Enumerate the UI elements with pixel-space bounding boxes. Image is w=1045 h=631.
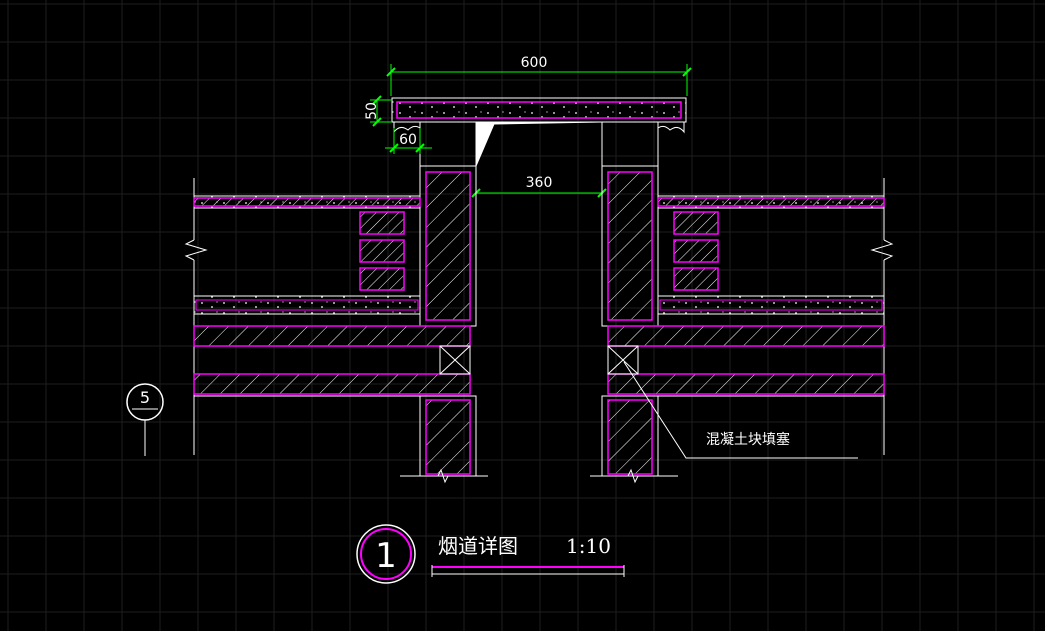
title-block (356, 524, 625, 584)
chimney-cap (391, 97, 687, 172)
title-number: 1 (375, 536, 397, 576)
dim-360-label: 360 (526, 175, 553, 191)
right-floor-assembly (602, 178, 894, 455)
section-marker-number: 5 (140, 388, 150, 407)
drawing-title: 烟道详图 (438, 534, 518, 558)
flue-walls (400, 165, 678, 484)
left-floor-assembly (184, 178, 476, 455)
filler-annotation: 混凝土块填塞 (706, 431, 790, 448)
section-marker (126, 383, 164, 456)
dim-60-label: 60 (399, 132, 417, 148)
dim-600-label: 600 (521, 55, 548, 71)
filler-leader (623, 361, 858, 459)
dimension-lines (370, 64, 692, 198)
dim-50-label: 50 (364, 102, 380, 120)
drawing-scale: 1:10 (566, 534, 611, 558)
